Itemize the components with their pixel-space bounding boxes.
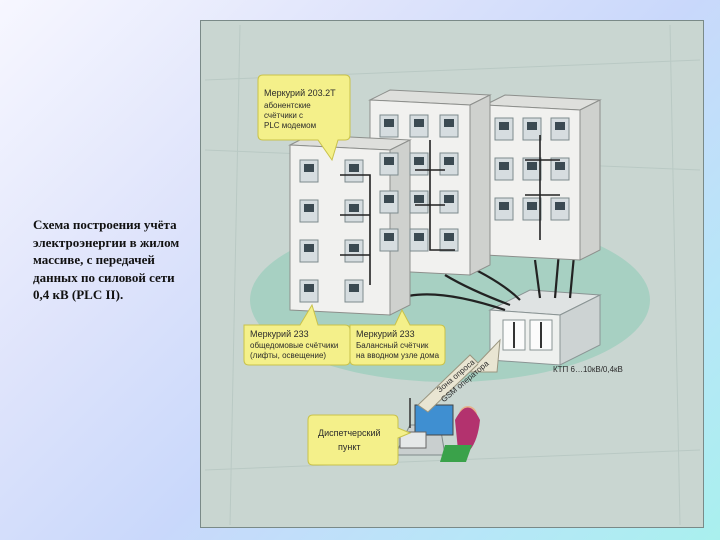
meter-display	[384, 119, 394, 127]
callout-mercury-233-balance-line1: Меркурий 233	[356, 329, 415, 339]
ktp-substation	[488, 289, 602, 366]
callout-mercury-233-common: Меркурий 233 общедомовые счётчики (лифты…	[243, 303, 351, 366]
meter-display	[304, 284, 314, 292]
meter-display	[349, 204, 359, 212]
meter-display	[414, 195, 424, 203]
meter-display	[384, 195, 394, 203]
meter-display	[499, 122, 509, 130]
meter-display	[527, 122, 537, 130]
callout-mercury-233-balance-line2: Балансный счётчик	[356, 341, 429, 350]
riser-cables	[340, 135, 560, 285]
callout-mercury-203-line3: счётчики с	[264, 111, 303, 120]
meter-display	[349, 284, 359, 292]
meter-display	[555, 122, 565, 130]
ktp-label: КТП 6…10кВ/0,4кВ	[553, 365, 623, 374]
meter-display	[555, 202, 565, 210]
building-front	[288, 134, 412, 316]
gsm-link-arrow	[417, 338, 501, 413]
callout-mercury-233-balance-line3: на вводном узле дома	[356, 351, 440, 360]
meter-grid	[299, 114, 570, 303]
meter-display	[304, 204, 314, 212]
callout-mercury-203-line4: PLC модемом	[264, 121, 316, 130]
meter-display	[414, 157, 424, 165]
meter-display	[444, 119, 454, 127]
callout-dispatch: Диспетчерский пункт	[307, 414, 412, 466]
building-rear	[483, 94, 602, 261]
meter-display	[555, 162, 565, 170]
meter-display	[444, 157, 454, 165]
meter-display	[527, 162, 537, 170]
callout-dispatch-line1: Диспетчерский	[318, 428, 381, 438]
meter-display	[499, 202, 509, 210]
callout-mercury-233-balance: Меркурий 233 Балансный счётчик на вводно…	[349, 308, 446, 366]
meter-display	[384, 233, 394, 241]
meter-display	[499, 162, 509, 170]
meter-display	[527, 202, 537, 210]
callout-dispatch-line2: пункт	[338, 442, 361, 452]
meter-display	[444, 195, 454, 203]
meter-display	[444, 233, 454, 241]
meter-display	[304, 164, 314, 172]
meter-display	[304, 244, 314, 252]
meter-display	[349, 244, 359, 252]
callout-mercury-233-common-line2: общедомовые счётчики	[250, 341, 338, 350]
slide-caption: Схема построения учёта электроэнергии в …	[33, 217, 180, 303]
meter-display	[414, 119, 424, 127]
callout-mercury-203-line1: Меркурий 203.2Т	[264, 88, 336, 98]
meter-display	[414, 233, 424, 241]
callout-mercury-233-common-line1: Меркурий 233	[250, 329, 309, 339]
callout-mercury-233-common-line3: (лифты, освещение)	[250, 351, 326, 360]
callout-mercury-203-line2: абонентские	[264, 101, 311, 110]
callout-mercury-203: Меркурий 203.2Т абонентские счётчики с P…	[257, 74, 351, 162]
meter-display	[384, 157, 394, 165]
dispatch-point	[394, 398, 480, 462]
meter-display	[349, 164, 359, 172]
